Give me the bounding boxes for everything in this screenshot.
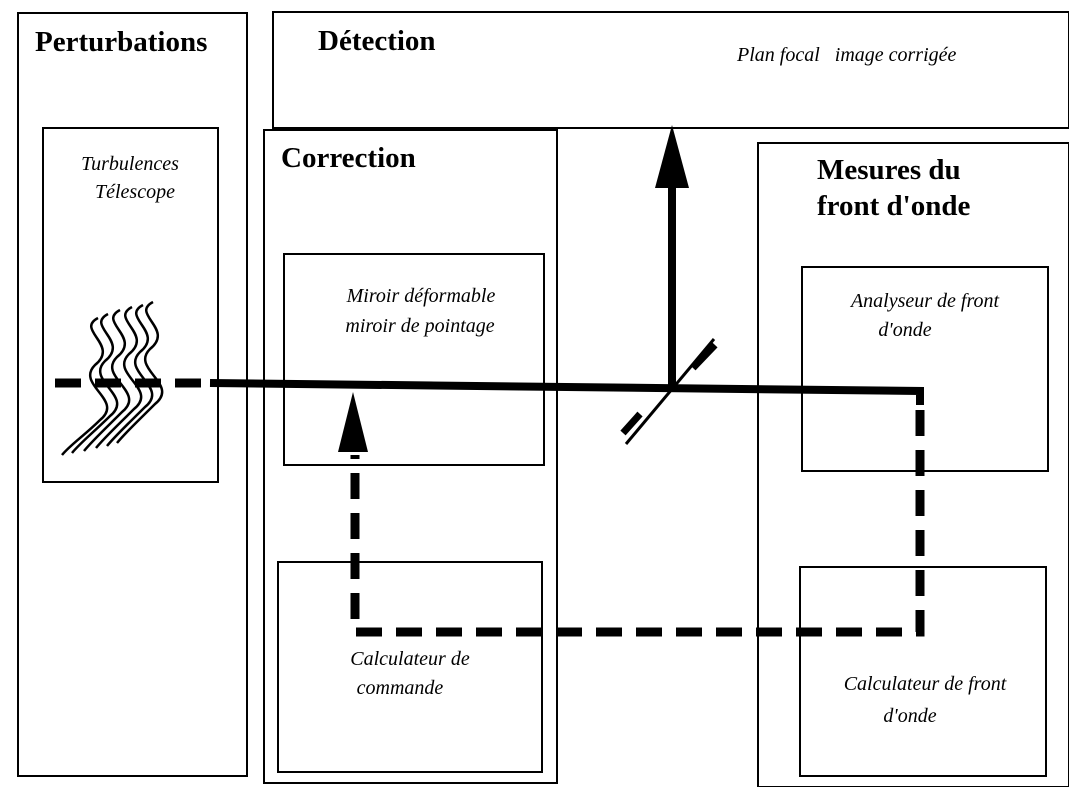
wavefront-analyser-box: [801, 266, 1049, 472]
command-calculator-box: [277, 561, 543, 773]
wavefront-calculator-line-2: d'onde: [883, 705, 936, 727]
turbulence-box: [42, 127, 219, 483]
turbulences-label: Turbulences: [81, 153, 179, 175]
detection-title: Détection: [318, 25, 436, 57]
analyser-label-line-1: Analyseur de front: [849, 290, 1000, 312]
analyser-label-line-2: d'onde: [878, 319, 931, 341]
wavefront-calculator-line-1: Calculateur de front: [844, 673, 1007, 695]
beam-splitter-icon: [620, 338, 718, 445]
detection-panel: [272, 11, 1069, 129]
command-arrow-head: [338, 392, 368, 452]
detection-caption: Plan focal image corrigée: [736, 44, 957, 66]
perturbations-panel: [17, 12, 248, 777]
mirror-label-line-2: miroir de pointage: [345, 315, 494, 337]
telescope-label: Télescope: [95, 181, 175, 203]
measures-title-line-2: front d'onde: [817, 190, 970, 222]
measures-title-line-1: Mesures du: [817, 154, 961, 186]
main-light-beam: [209, 379, 924, 405]
measures-panel: [757, 142, 1069, 787]
correction-panel: [263, 129, 558, 784]
perturbations-title: Perturbations: [35, 26, 207, 58]
wavefront-calculator-box: [799, 566, 1047, 777]
command-calculator-line-1: Calculateur de: [350, 648, 470, 670]
deformable-mirror-box: [283, 253, 545, 466]
mirror-label-line-1: Miroir déformable: [346, 285, 496, 307]
feedback-loop-dashed: [350, 410, 925, 637]
correction-title: Correction: [281, 142, 416, 174]
detection-arrow-head: [655, 125, 689, 188]
command-calculator-line-2: commande: [357, 677, 444, 699]
